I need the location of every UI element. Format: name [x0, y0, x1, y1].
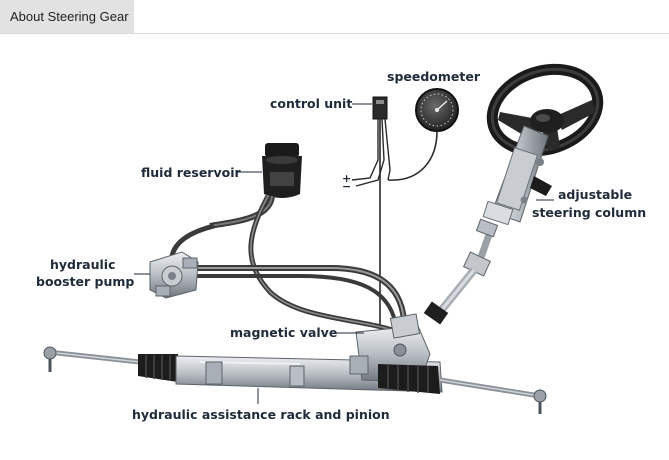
label-adjustable-steering-column-line2: steering column	[532, 205, 646, 220]
label-hydraulic-booster-pump-line1: hydraulic	[50, 257, 115, 272]
label-control-unit: control unit	[270, 96, 352, 111]
steering-system-diagram: + −	[36, 63, 646, 422]
tab-about-steering-gear[interactable]: About Steering Gear	[0, 0, 134, 33]
rack-and-pinion-assembly	[43, 313, 547, 414]
fluid-reservoir-tank	[209, 143, 302, 229]
minus-terminal-mark: −	[342, 180, 351, 193]
plus-terminal-mark: +	[342, 172, 351, 185]
label-hydraulic-booster-pump-line2: booster pump	[36, 274, 134, 289]
steering-wheel	[486, 63, 604, 157]
speedometer-gauge	[387, 88, 459, 181]
control-unit-box: + −	[342, 96, 392, 331]
tab-bar: About Steering Gear	[0, 0, 669, 34]
label-speedometer: speedometer	[387, 69, 481, 84]
label-magnetic-valve: magnetic valve	[230, 325, 337, 340]
label-adjustable-steering-column-line1: adjustable	[558, 187, 632, 202]
label-rack-and-pinion: hydraulic assistance rack and pinion	[132, 407, 390, 422]
leader-lines	[134, 103, 554, 404]
adjustable-steering-column	[482, 125, 552, 226]
intermediate-shaft	[423, 218, 499, 325]
hydraulic-hoses	[169, 194, 407, 335]
hydraulic-booster-pump	[149, 251, 199, 299]
label-fluid-reservoir: fluid reservoir	[141, 165, 241, 180]
